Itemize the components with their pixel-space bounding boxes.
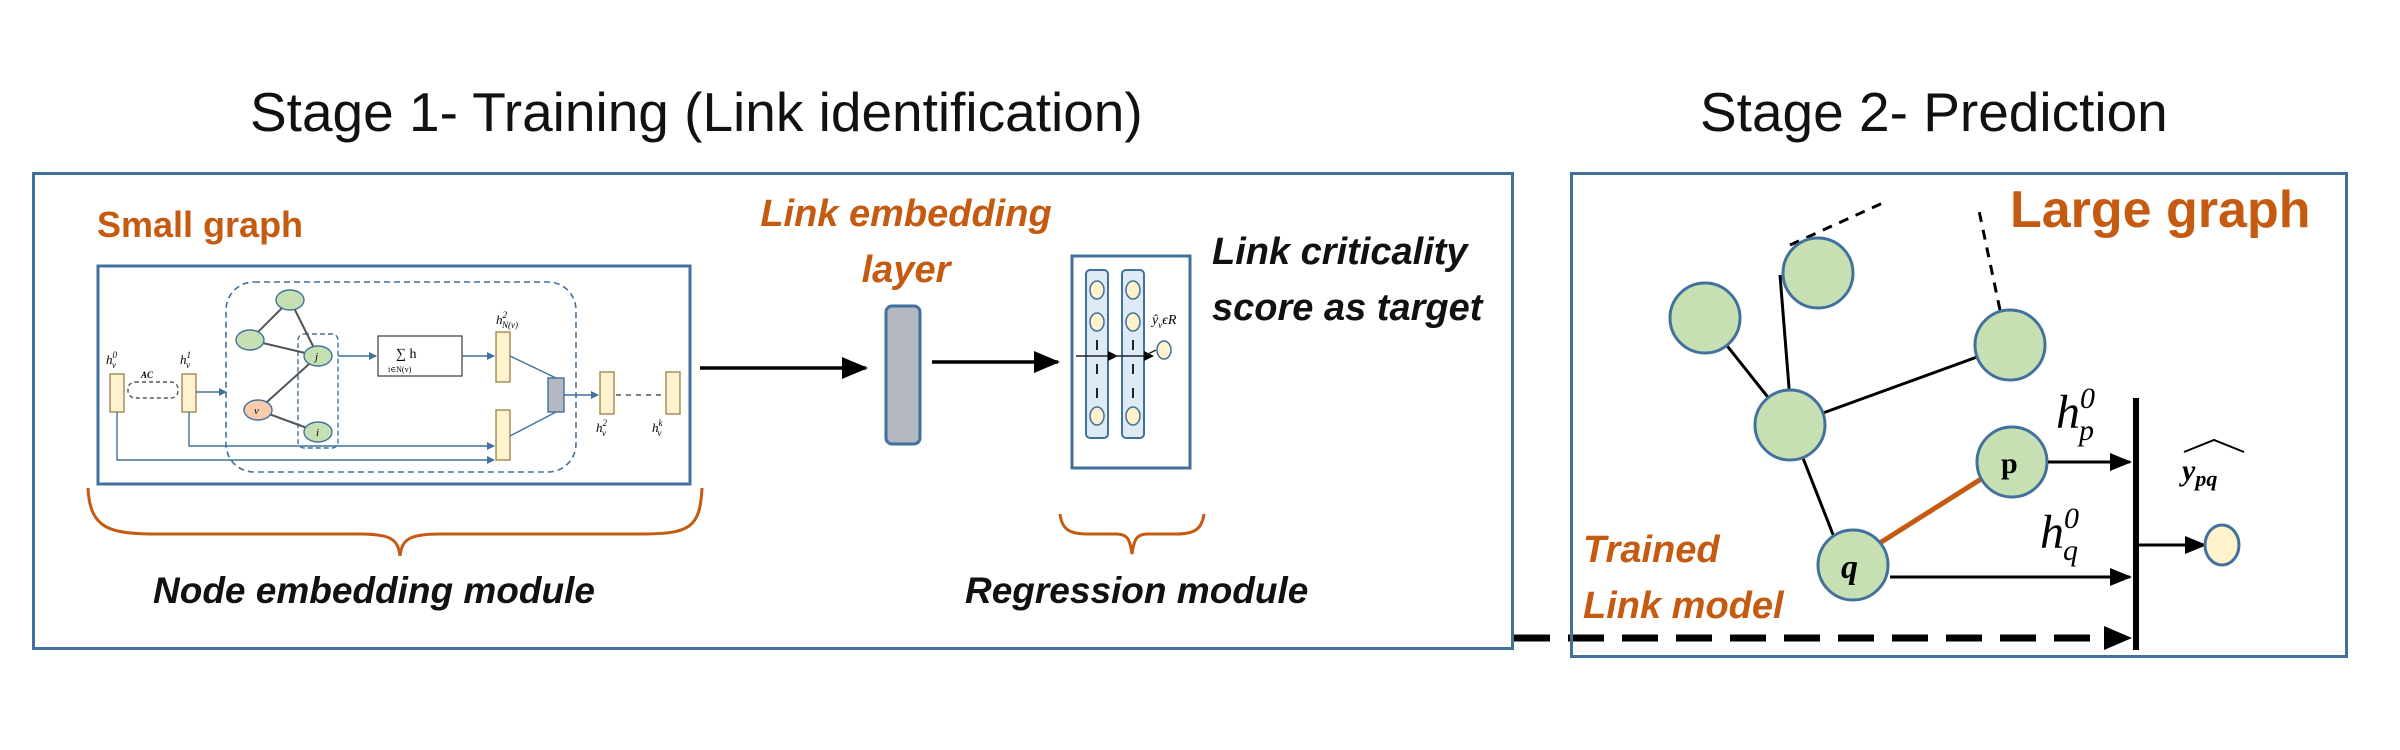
output-hat [2183,438,2245,453]
link-criticality-label: Link criticality score as target [1212,224,1482,336]
ac-dashed-connector [127,381,179,399]
large-node-right [1973,308,2047,382]
edge-right-dashed [1976,205,2002,311]
trained-link-model-label: Trained Link model [1583,522,1784,634]
sum-text: ∑ h [396,347,416,362]
aggregation-dashed-region [297,333,339,449]
link-embedding-layer [884,304,922,446]
node-embedding-module-label: Node embedding module [153,570,595,611]
stage2-title: Stage 2- Prediction [1700,81,2168,143]
regression-module-label: Regression module [965,570,1309,611]
skip-path-h0 [116,412,495,464]
arrow-hN-concat [509,355,557,379]
node-v-letter: v [254,405,259,417]
large-node-p [1975,425,2049,499]
reg-neuron-2b [1125,312,1141,332]
reg-neuron-2c [1125,406,1141,426]
small-node-top [275,289,305,311]
trained-label-line1: Trained [1583,529,1720,571]
node-q-label: q [1841,549,1858,586]
large-node-b [1781,236,1855,310]
large-node-a [1668,281,1742,355]
h2-vector [599,371,615,415]
edge-b-dashed [1789,200,1886,247]
small-node-i [303,421,333,443]
link-embedding-line2: layer [861,249,951,291]
hv-skip-vector [495,409,511,461]
output-node [2203,523,2241,567]
small-graph-label: Small graph [97,204,304,245]
large-node-q [1816,528,1890,602]
large-graph-label: Large graph [2010,181,2311,239]
small-node-j [303,345,333,367]
dashed-transfer-arrowhead [2104,626,2132,650]
stage1-panel [32,172,1514,650]
small-node-v [243,399,273,421]
reg-neuron-1c [1089,406,1105,426]
regression-output-label: ŷvϵR [1150,313,1177,330]
link-criticality-line2: score as target [1212,287,1483,329]
trained-label-line2: Link model [1583,585,1784,627]
reg-out-link [1143,349,1157,357]
stage1-title: Stage 1- Training (Link identification) [250,81,1143,143]
edge-v-j [257,355,319,411]
node-embedding-brace [86,487,704,557]
link-embedding-label: Link embedding layer [736,186,1076,298]
reg-neuron-1b [1089,312,1105,332]
reg-neuron-2a [1125,280,1141,300]
node-i-letter: i [316,427,319,439]
output-label: ypq [2179,454,2217,491]
small-node-left [235,329,265,351]
regression-brace [1058,513,1206,555]
stage2-panel [1570,172,2348,658]
large-node-center [1753,388,1827,462]
hN-vector [495,331,511,383]
ac-label: AC [140,370,154,380]
gnn-dashed-region [225,281,577,473]
regression-output-node [1156,340,1172,360]
arrow-skip-concat [509,411,557,437]
hk-vector [665,371,681,415]
link-criticality-line1: Link criticality [1212,231,1468,273]
sum-sub-text: i∈N(v) [388,365,412,374]
reg-neuron-1a [1089,280,1105,300]
link-embedding-line1: Link embedding [760,193,1052,235]
node-j-letter: j [313,351,318,363]
node-p-label: p [2001,447,2018,480]
edge-center-right [1789,343,2011,427]
skip-path-h1 [188,412,495,450]
